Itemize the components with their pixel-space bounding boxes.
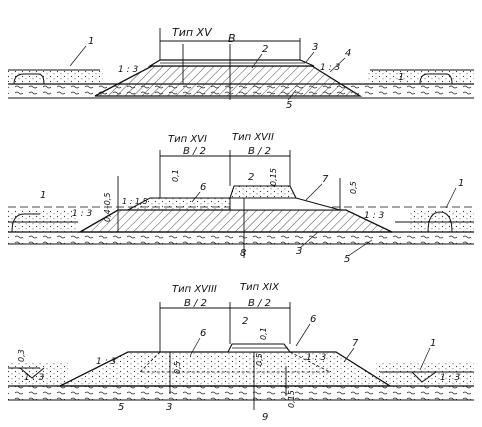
callout: 4 — [345, 48, 351, 59]
half-width-left: B / 2 — [183, 146, 206, 157]
width-label-b: B — [228, 32, 236, 45]
callout: 7 — [322, 174, 329, 185]
type-xviii-title: Тип XVIII — [172, 284, 217, 295]
ditch-right — [411, 371, 437, 383]
slope-15-label: 1 : 1,5 — [122, 197, 148, 206]
dim-03: 0,3 — [17, 349, 26, 362]
dim-015: 0,15 — [287, 390, 296, 408]
callout: 5 — [344, 254, 350, 265]
pavement-layer — [229, 185, 297, 199]
dim-05a: 0,5 — [173, 361, 182, 374]
callout: 3 — [312, 42, 318, 53]
callout: 1 — [88, 36, 94, 47]
slope-left-label: 1 : 3 — [96, 357, 116, 367]
callout: 6 — [200, 328, 206, 339]
callout: 1 — [398, 72, 404, 83]
callout: 3 — [166, 402, 172, 413]
slope-left-label: 1 : 3 — [72, 209, 92, 219]
side-soil-left — [8, 210, 78, 232]
base-layer-right — [229, 197, 341, 211]
side-soil-right — [410, 210, 474, 232]
type-xix-title: Тип XIX — [240, 282, 280, 293]
callout: 2 — [242, 316, 248, 327]
side-soil-right — [376, 362, 474, 386]
embankment-body — [60, 352, 390, 386]
callout: 1 — [430, 338, 436, 349]
type-xvii-title: Тип XVII — [232, 132, 274, 143]
embankment-body — [95, 66, 360, 96]
section-type-xviii-xix: Тип XVIII Тип XIX B / 2 B / 2 0,3 0,1 0,… — [8, 282, 474, 423]
half-width-right: B / 2 — [248, 298, 271, 309]
side-soil-left — [8, 70, 103, 84]
slope-left-label: 1 : 3 — [118, 65, 138, 75]
embankment-body — [80, 210, 392, 232]
side-soil-left — [8, 362, 68, 386]
slope-right-label: 1 : 3 — [320, 63, 340, 73]
type-xvi-title: Тип XVI — [168, 134, 207, 145]
dim-01: 0,1 — [171, 169, 180, 182]
inner-layer — [139, 351, 331, 373]
ditch-left — [13, 73, 45, 85]
ditch-right — [427, 211, 453, 233]
ground-layer — [8, 386, 474, 400]
slope-right-label: 1 : 3 — [24, 373, 44, 383]
ditch-right — [419, 73, 453, 85]
dim-04-05: 0,4–0,5 — [103, 193, 112, 222]
ditch-left — [19, 367, 45, 379]
callout: 2 — [262, 44, 268, 55]
dim-05: 0,5 — [349, 181, 358, 194]
type-xv-title: Тип XV — [172, 26, 213, 39]
callout: 1 — [40, 190, 46, 201]
half-width-left: B / 2 — [184, 298, 207, 309]
dim-05b: 0,5 — [255, 353, 264, 366]
ground-layer — [8, 232, 474, 244]
dim-015: 0,15 — [269, 168, 278, 186]
side-soil-right — [368, 70, 474, 84]
callout: 5 — [286, 100, 292, 111]
callout: 6 — [310, 314, 316, 325]
ditch-left — [11, 213, 40, 233]
half-width-right: B / 2 — [248, 146, 271, 157]
section-type-xv: Тип XV B 1 : 3 1 : 3 1 2 3 4 5 1 — [8, 26, 474, 111]
slope-mid-label: 1 : 3 — [306, 353, 326, 363]
callout: 9 — [262, 412, 268, 423]
callout: 1 — [458, 178, 464, 189]
callout: 5 — [118, 402, 124, 413]
callout: 2 — [248, 172, 254, 183]
slope-far-label: 1 : 3 — [440, 373, 460, 383]
slope-right-label: 1 : 3 — [364, 211, 384, 221]
callout: 6 — [200, 182, 206, 193]
callout: 7 — [352, 338, 359, 349]
dim-01: 0,1 — [259, 327, 268, 340]
callout: 8 — [240, 248, 246, 259]
section-type-xvi-xvii: Тип XVI Тип XVII B / 2 B / 2 0,1 0,15 0,… — [8, 132, 474, 265]
callout: 3 — [296, 246, 302, 257]
